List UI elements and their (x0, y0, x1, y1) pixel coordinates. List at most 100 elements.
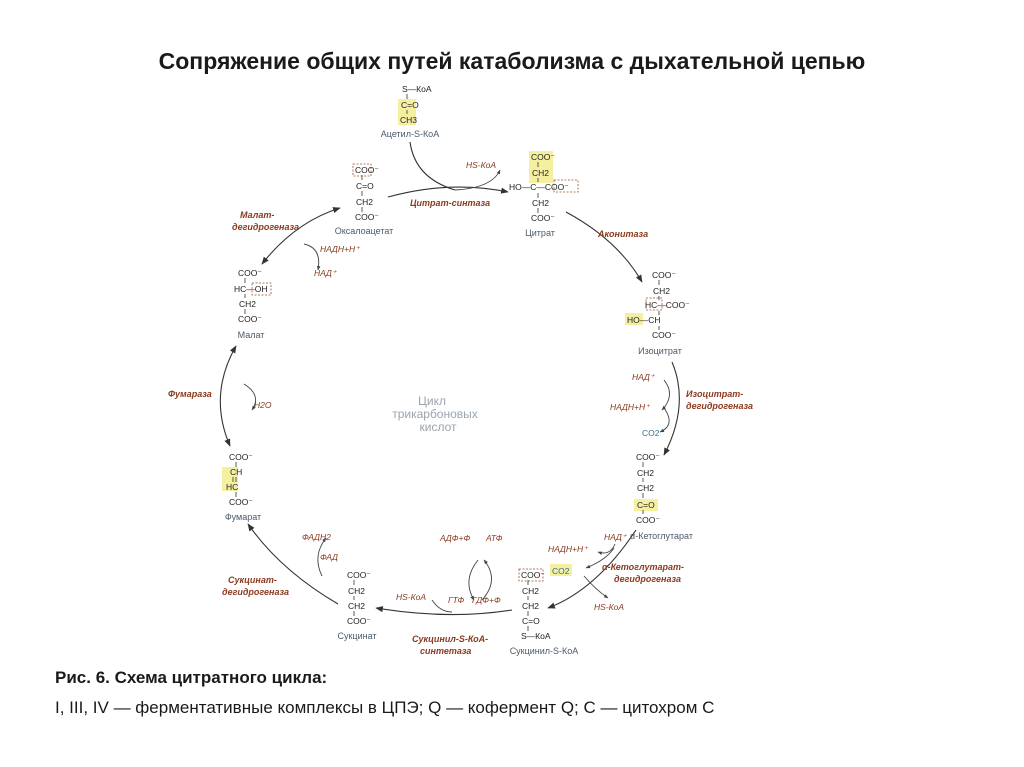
enzyme-scs-1: Сукцинил-S-КоА- (412, 634, 488, 644)
svg-text:COO⁻: COO⁻ (531, 213, 555, 223)
svg-text:CH: CH (230, 467, 242, 477)
svg-text:ФАДН2: ФАДН2 (302, 532, 331, 542)
caption-title: Рис. 6. Схема цитратного цикла: (55, 668, 328, 687)
arrow-akgdh (547, 529, 637, 609)
svg-text:COO⁻: COO⁻ (531, 152, 555, 162)
svg-text:CH2: CH2 (637, 483, 654, 493)
svg-text:COO⁻: COO⁻ (521, 570, 545, 580)
svg-text:COO⁻: COO⁻ (636, 515, 660, 525)
svg-text:HC—COO⁻: HC—COO⁻ (645, 300, 690, 310)
svg-text:α-Кетоглутарат: α-Кетоглутарат (630, 531, 693, 541)
compound-citrate: COO⁻ CH2 HO—C—COO⁻ CH2 COO⁻ Цитрат (509, 151, 579, 238)
svg-text:COO⁻: COO⁻ (652, 330, 676, 340)
enzyme-mdh-2: дегидрогеназа (232, 222, 299, 232)
svg-text:CH2: CH2 (532, 198, 549, 208)
svg-text:C=O: C=O (522, 616, 540, 626)
svg-text:CH2: CH2 (522, 586, 539, 596)
cofactor-arrows (243, 243, 670, 613)
enzyme-sdh-1: Сукцинат- (228, 575, 277, 585)
svg-text:COO⁻: COO⁻ (355, 165, 379, 175)
enzyme-sdh-2: дегидрогеназа (222, 587, 289, 597)
svg-text:C=O: C=O (356, 181, 374, 191)
svg-text:Цикл: Цикл (418, 394, 446, 408)
compound-isocitrate: COO⁻ CH2 HC—COO⁻ HO—CH COO⁻ Изоцитрат (625, 270, 690, 356)
arrow-citrate-synthase (387, 186, 509, 198)
enzyme-mdh-1: Малат- (240, 210, 274, 220)
enzyme-idh-1: Изоцитрат- (686, 389, 743, 399)
svg-text:COO⁻: COO⁻ (229, 497, 253, 507)
compound-succinyl-coa: COO⁻ CH2 CH2 C=O S—КоА Сукцинил-S-КоА (510, 568, 579, 656)
svg-text:НАД⁺: НАД⁺ (632, 372, 656, 382)
svg-text:Фумарат: Фумарат (225, 512, 261, 522)
svg-text:Ацетил-S-КоА: Ацетил-S-КоА (381, 129, 439, 139)
svg-text:COO⁻: COO⁻ (636, 452, 660, 462)
svg-text:ГДФ+Ф: ГДФ+Ф (472, 595, 501, 605)
svg-text:CO2: CO2 (642, 428, 660, 438)
svg-text:НАД⁺: НАД⁺ (604, 532, 628, 542)
compound-malate: COO⁻ HC—OH CH2 COO⁻ Малат (234, 268, 272, 340)
enzyme-akgdh-1: α-Кетоглутарат- (602, 562, 684, 572)
arrow-sdh (247, 523, 339, 605)
figure-caption: Рис. 6. Схема цитратного цикла: I, III, … (55, 668, 995, 718)
svg-text:Оксалоацетат: Оксалоацетат (335, 226, 394, 236)
svg-text:COO⁻: COO⁻ (652, 270, 676, 280)
svg-text:ГТФ: ГТФ (448, 595, 465, 605)
svg-text:COO⁻: COO⁻ (238, 314, 262, 324)
svg-text:CH3: CH3 (400, 115, 417, 125)
compound-fumarate: COO⁻ CH HC COO⁻ Фумарат (222, 452, 261, 522)
compound-acetyl-coa: S—КоА C=O CH3 Ацетил-S-КоА (381, 84, 439, 139)
svg-text:HS-КоА: HS-КоА (594, 602, 624, 612)
arrow-idh (663, 361, 680, 456)
enzyme-fumarase: Фумараза (168, 389, 212, 399)
arrow-mdh (261, 207, 341, 265)
svg-text:S—КоА: S—КоА (402, 84, 432, 94)
svg-text:Сукцинат: Сукцинат (337, 631, 376, 641)
svg-text:CH2: CH2 (356, 197, 373, 207)
svg-text:COO⁻: COO⁻ (347, 616, 371, 626)
svg-text:НАД⁺: НАД⁺ (314, 268, 338, 278)
svg-text:CH2: CH2 (532, 168, 549, 178)
slide-title: Сопряжение общих путей катаболизма с дых… (158, 48, 866, 74)
enzyme-idh-2: дегидрогеназа (686, 401, 753, 411)
tca-cycle-diagram: Цикл трикарбоновых кислот S—КоА C=O CH3 … (168, 84, 753, 656)
caption-text: I, III, IV — ферментативные комплексы в … (55, 698, 715, 717)
svg-text:COO⁻: COO⁻ (229, 452, 253, 462)
svg-text:CH2: CH2 (348, 586, 365, 596)
cycle-arrows (219, 141, 680, 616)
svg-text:Изоцитрат: Изоцитрат (638, 346, 682, 356)
svg-text:НАДН+Н⁺: НАДН+Н⁺ (610, 402, 651, 412)
svg-text:Цитрат: Цитрат (525, 228, 555, 238)
arrow-aconitase (565, 211, 643, 283)
svg-text:CH2: CH2 (522, 601, 539, 611)
svg-text:HO—C—COO⁻: HO—C—COO⁻ (509, 182, 569, 192)
svg-text:АТФ: АТФ (485, 533, 503, 543)
svg-text:HS-КоА: HS-КоА (396, 592, 426, 602)
enzyme-scs-2: синтетаза (420, 646, 471, 656)
svg-text:COO⁻: COO⁻ (355, 212, 379, 222)
arrow-hskoa-release-1 (454, 169, 501, 191)
svg-text:CH2: CH2 (239, 299, 256, 309)
svg-text:S—КоА: S—КоА (521, 631, 551, 641)
enzyme-aconitase: Аконитаза (597, 229, 648, 239)
svg-text:АДФ+Ф: АДФ+Ф (439, 533, 470, 543)
enzyme-akgdh-2: дегидрогеназа (614, 574, 681, 584)
svg-text:H2O: H2O (254, 400, 272, 410)
cofactor-labels: HS-КоА НАД⁺ НАДН+Н⁺ CO2 НАД⁺ НАДН+Н⁺ CO2… (254, 160, 660, 612)
svg-text:трикарбоновых: трикарбоновых (392, 407, 478, 421)
svg-text:HC: HC (226, 482, 238, 492)
compound-oxaloacetate: COO⁻ C=O CH2 COO⁻ Оксалоацетат (335, 163, 394, 236)
svg-text:HS-КоА: HS-КоА (466, 160, 496, 170)
enzyme-labels: Цитрат-синтаза Аконитаза Изоцитрат- деги… (168, 198, 753, 656)
compound-succinate: COO⁻ CH2 CH2 COO⁻ Сукцинат (337, 570, 376, 641)
svg-text:НАДН+Н⁺: НАДН+Н⁺ (320, 244, 361, 254)
svg-text:CH2: CH2 (348, 601, 365, 611)
svg-text:HO—CH: HO—CH (627, 315, 661, 325)
svg-text:НАДН+Н⁺: НАДН+Н⁺ (548, 544, 589, 554)
arrow-acetyl-input (409, 141, 456, 191)
svg-text:Сукцинил-S-КоА: Сукцинил-S-КоА (510, 646, 579, 656)
svg-text:кислот: кислот (420, 420, 458, 434)
svg-text:CO2: CO2 (552, 566, 570, 576)
compound-alpha-ketoglutarate: COO⁻ CH2 CH2 C=O COO⁻ α-Кетоглутарат (630, 452, 693, 541)
svg-text:CH2: CH2 (637, 468, 654, 478)
svg-text:COO⁻: COO⁻ (347, 570, 371, 580)
